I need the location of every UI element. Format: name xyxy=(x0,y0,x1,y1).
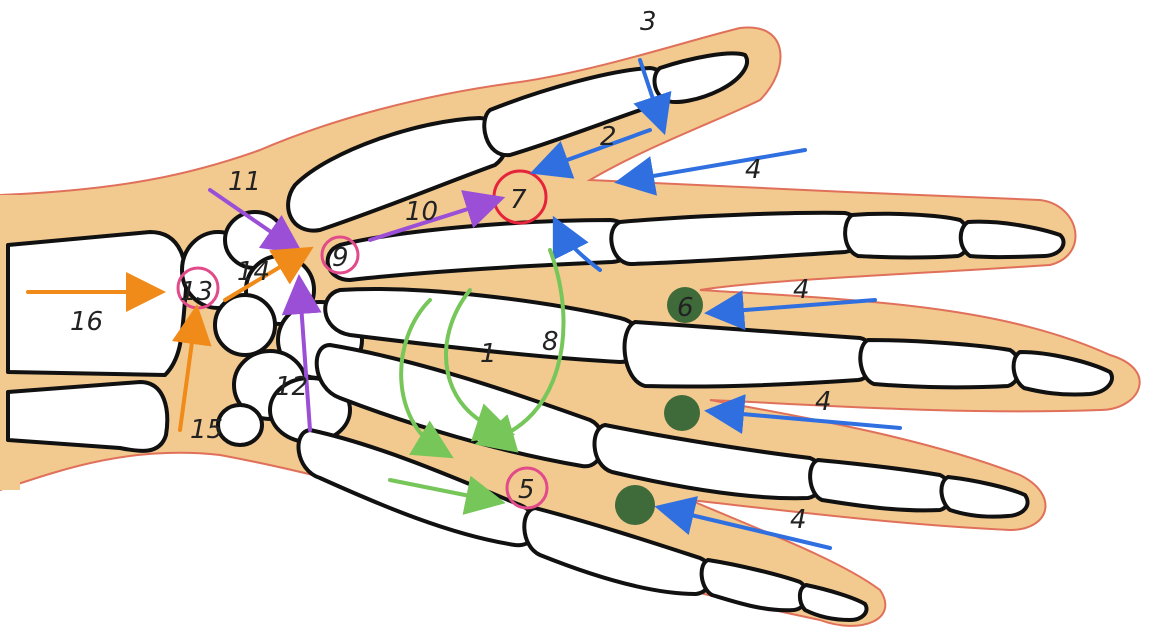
label-7: 7 xyxy=(510,185,527,215)
green-dot-6c xyxy=(615,485,655,525)
label-4-little: 4 xyxy=(790,505,807,535)
label-2: 2 xyxy=(600,122,617,152)
pisiform-bone xyxy=(218,405,262,445)
label-5: 5 xyxy=(518,475,535,505)
label-1: 1 xyxy=(480,339,497,369)
label-3: 3 xyxy=(640,7,657,37)
index-middle-phalanx xyxy=(845,214,969,258)
label-4-ring: 4 xyxy=(815,387,832,417)
forearm-bones xyxy=(8,232,186,451)
label-15: 15 xyxy=(190,415,223,445)
lunate-bone xyxy=(215,295,275,355)
ulna-bone xyxy=(8,382,167,451)
label-8-middle: 8 xyxy=(542,327,559,357)
label-14: 14 xyxy=(237,257,270,287)
label-12: 12 xyxy=(275,372,308,402)
radius-bone xyxy=(8,232,186,375)
label-6: 6 xyxy=(677,293,694,323)
label-13: 13 xyxy=(180,277,213,307)
middle-middle-phalanx xyxy=(860,340,1019,387)
label-10: 10 xyxy=(405,197,438,227)
label-16: 16 xyxy=(70,307,103,337)
label-4-thumb: 4 xyxy=(745,155,762,185)
label-4-index: 4 xyxy=(793,275,810,305)
green-dot-6b xyxy=(664,395,700,431)
label-11: 11 xyxy=(228,167,261,197)
label-9: 9 xyxy=(332,243,349,273)
blue-arrow-4-thumb xyxy=(630,150,805,180)
